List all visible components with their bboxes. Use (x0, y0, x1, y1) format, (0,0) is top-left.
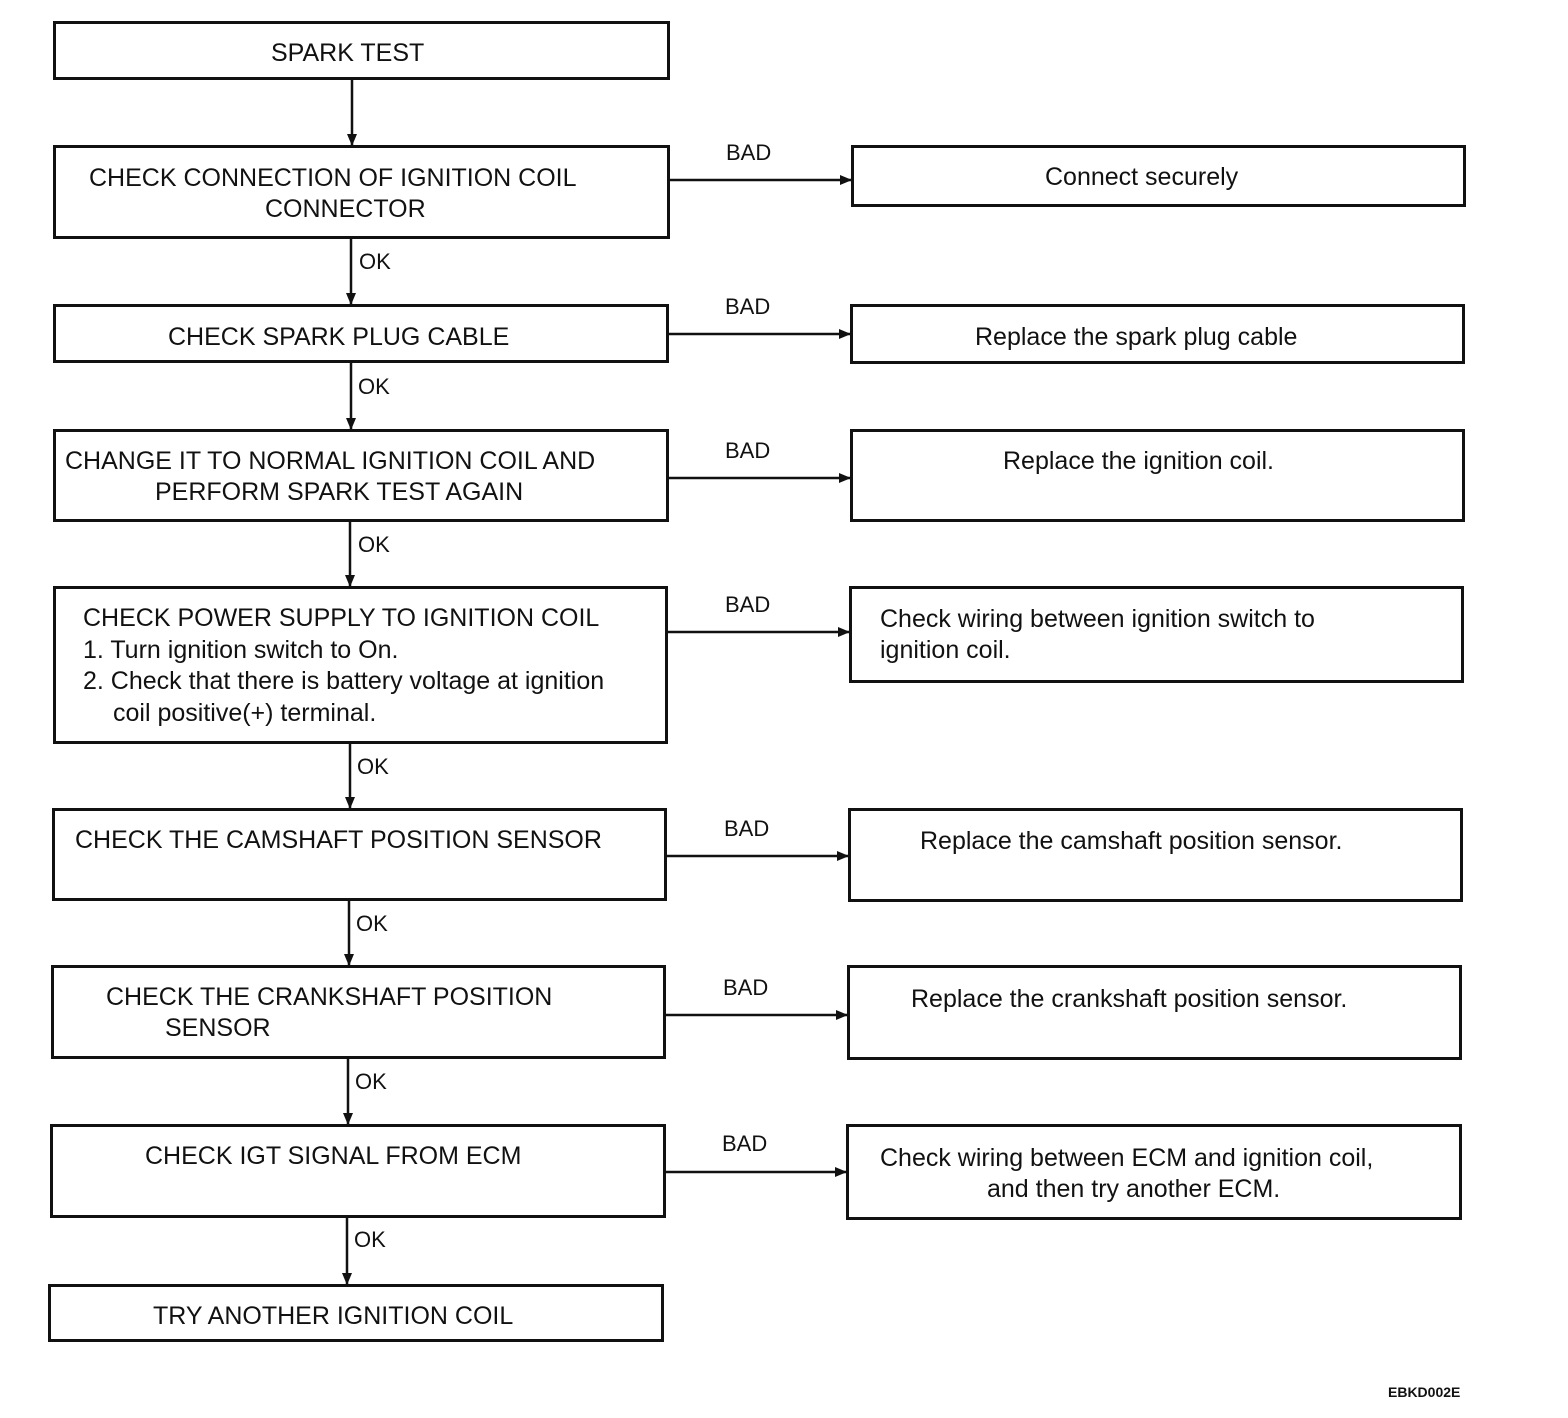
remedy-3-line-1: Replace the ignition coil. (1003, 447, 1274, 475)
check-4-line-4: coil positive(+) terminal. (113, 699, 377, 727)
bad-label-7: BAD (722, 1131, 768, 1156)
start-text: SPARK TEST (271, 39, 425, 67)
bad-label-6: BAD (723, 975, 769, 1000)
remedy-6-line-1: Replace the crankshaft position sensor. (911, 985, 1348, 1013)
check-4-line-3: 2. Check that there is battery voltage a… (83, 667, 605, 695)
remedy-box-1 (851, 145, 1466, 207)
remedy-1-line-1: Connect securely (1045, 163, 1239, 191)
start-box (53, 21, 670, 80)
check-box-4 (53, 586, 668, 744)
remedy-4-line-1: Check wiring between ignition switch to (880, 605, 1315, 633)
check-7-line-1: CHECK IGT SIGNAL FROM ECM (145, 1142, 522, 1170)
bad-label-5: BAD (724, 816, 770, 841)
check-box-1 (53, 145, 670, 239)
check-1-line-2: CONNECTOR (265, 195, 426, 223)
remedy-5-line-1: Replace the camshaft position sensor. (920, 827, 1343, 855)
remedy-box-6 (847, 965, 1462, 1060)
ok-label-4: OK (357, 754, 389, 779)
check-3-line-1: CHANGE IT TO NORMAL IGNITION COIL AND (65, 447, 596, 475)
bad-label-1: BAD (726, 140, 772, 165)
bad-label-2: BAD (725, 294, 771, 319)
ok-label-1: OK (359, 249, 391, 274)
remedy-box-3 (850, 429, 1465, 522)
check-1-line-1: CHECK CONNECTION OF IGNITION COIL (89, 164, 577, 192)
check-box-5 (52, 808, 667, 901)
check-6-line-1: CHECK THE CRANKSHAFT POSITION (106, 983, 553, 1011)
remedy-box-5 (848, 808, 1463, 902)
end-box (48, 1284, 664, 1342)
check-4-line-1: CHECK POWER SUPPLY TO IGNITION COIL (83, 604, 600, 632)
remedy-box-7 (846, 1124, 1462, 1220)
check-box-3 (53, 429, 669, 522)
remedy-2-line-1: Replace the spark plug cable (975, 323, 1298, 351)
ok-label-3: OK (358, 532, 390, 557)
check-6-line-2: SENSOR (165, 1014, 271, 1042)
remedy-7-line-1: Check wiring between ECM and ignition co… (880, 1144, 1374, 1172)
remedy-4-line-2: ignition coil. (880, 636, 1011, 664)
ok-label-2: OK (358, 374, 390, 399)
check-4-line-2: 1. Turn ignition switch to On. (83, 636, 399, 664)
bad-label-3: BAD (725, 438, 771, 463)
check-box-6 (51, 965, 666, 1059)
ok-label-7: OK (354, 1227, 386, 1252)
bad-label-4: BAD (725, 592, 771, 617)
check-5-line-1: CHECK THE CAMSHAFT POSITION SENSOR (75, 826, 602, 854)
ok-label-6: OK (355, 1069, 387, 1094)
remedy-box-2 (850, 304, 1465, 364)
figure-code: EBKD002E (1388, 1384, 1461, 1400)
check-box-2 (53, 304, 669, 363)
check-box-7 (50, 1124, 666, 1218)
remedy-box-4 (849, 586, 1464, 683)
end-text: TRY ANOTHER IGNITION COIL (153, 1302, 514, 1330)
remedy-7-line-2: and then try another ECM. (987, 1175, 1281, 1203)
ok-label-5: OK (356, 911, 388, 936)
check-2-line-1: CHECK SPARK PLUG CABLE (168, 323, 510, 351)
check-3-line-2: PERFORM SPARK TEST AGAIN (155, 478, 524, 506)
